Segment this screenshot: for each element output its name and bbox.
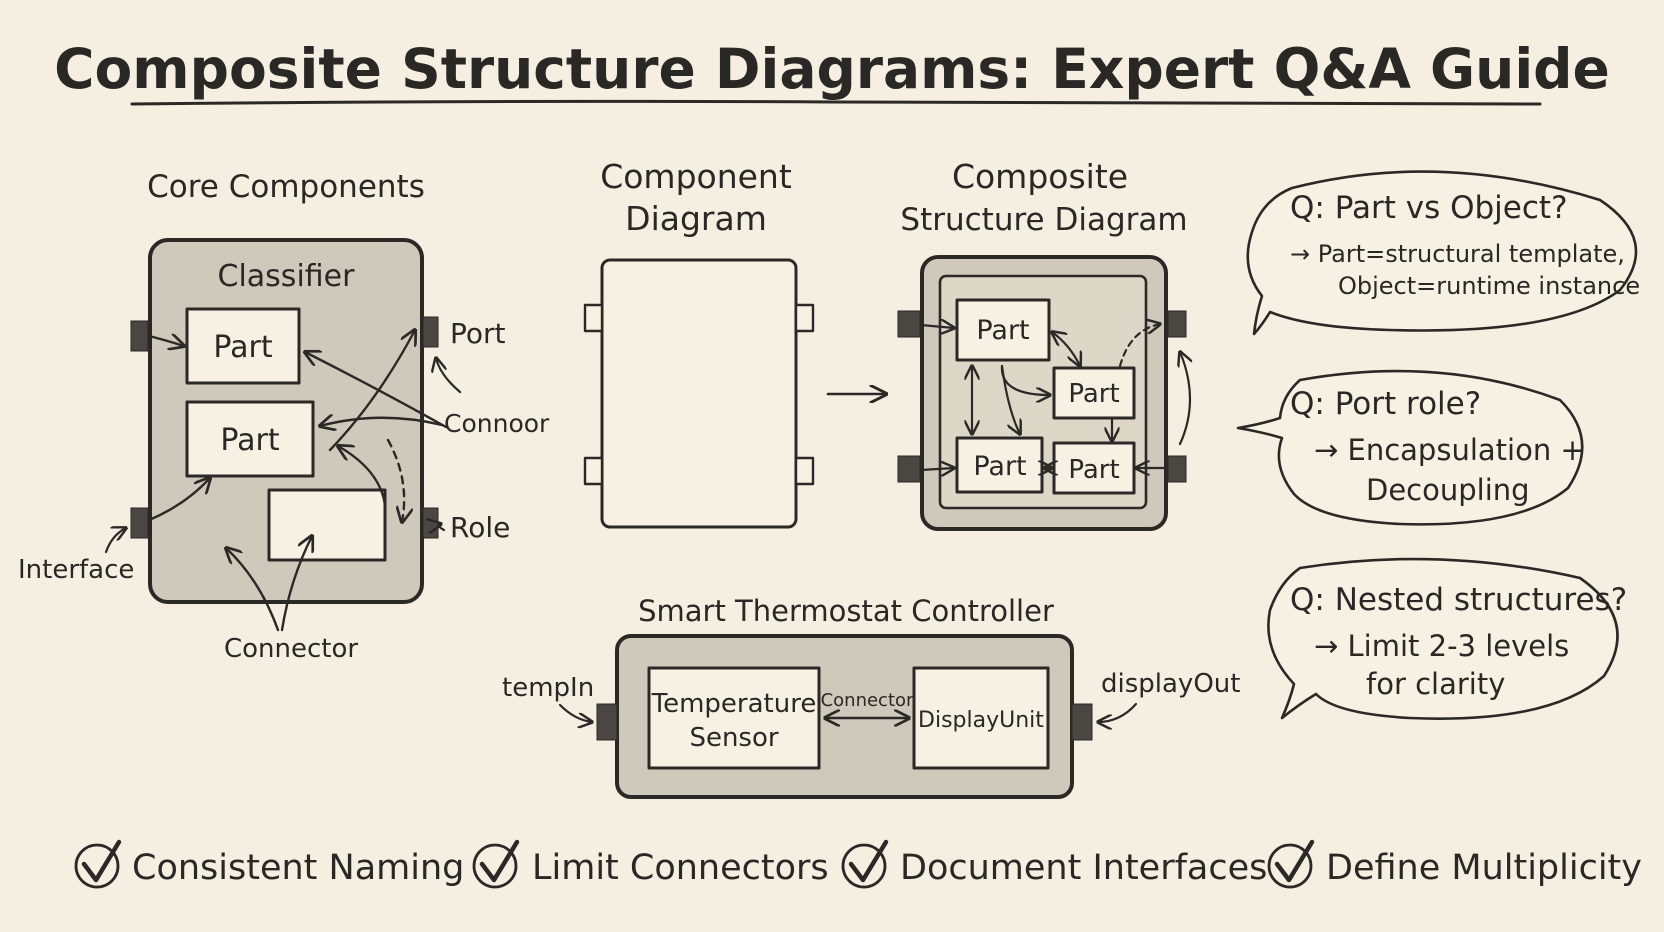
composite-part-3-label: Part (973, 451, 1026, 482)
core-part-2-label: Part (220, 423, 279, 458)
qa-1-question: Q: Part vs Object? (1290, 190, 1568, 226)
checklist-item-4: Define Multiplicity (1267, 839, 1642, 889)
checklist-item-1: Consistent Naming (74, 839, 464, 889)
component-diagram-heading-1: Component (600, 157, 792, 196)
check-circle-icon (841, 843, 887, 889)
temperature-sensor-label-2: Sensor (689, 723, 778, 753)
qa-3-question: Q: Nested structures? (1290, 582, 1627, 618)
composite-port-1 (897, 310, 921, 338)
interface-callout-arrow (104, 528, 126, 554)
checklist-item-3: Document Interfaces (841, 839, 1267, 889)
checklist-label-4: Define Multiplicity (1326, 848, 1642, 888)
temp-in-arrow (558, 703, 592, 722)
qa-bubble-1: Q: Part vs Object? → Part=structural tem… (1246, 170, 1640, 336)
checkmark-icon (1274, 839, 1315, 883)
component-diagram-heading-2: Diagram (625, 199, 767, 238)
composite-diagram-heading-1: Composite (952, 157, 1128, 196)
qa-1-answer-2: Object=runtime instance (1338, 272, 1640, 300)
temp-in-port (596, 703, 618, 741)
composite-diagram-heading-2: Structure Diagram (900, 202, 1187, 238)
checkmark-icon (81, 839, 122, 883)
display-unit-part (912, 666, 1050, 770)
component-diagram-box (583, 258, 815, 529)
core-port-left-top (130, 320, 149, 352)
core-connector-right-label: Connoor (444, 409, 550, 438)
qa-2-answer-2: Decoupling (1366, 473, 1530, 507)
check-circle-icon (472, 843, 518, 889)
composite-part-4-label: Part (1068, 455, 1119, 485)
composite-diagram-box: Part Part Part Part (897, 255, 1187, 531)
role-callout-arrow (439, 524, 446, 530)
display-out-arrow (1098, 702, 1138, 722)
core-empty-part (267, 488, 387, 562)
qa-3-answer-1: → Limit 2-3 levels (1314, 629, 1569, 663)
check-circle-icon (1267, 843, 1313, 889)
port-callout-arrow (436, 358, 462, 394)
checklist-label-1: Consistent Naming (132, 848, 464, 888)
qa-2-question: Q: Port role? (1290, 386, 1481, 422)
qa-bubble-3: Q: Nested structures? → Limit 2-3 levels… (1267, 557, 1627, 720)
thermostat-connector-label: Connector (821, 690, 914, 711)
qa-2-answer-1: → Encapsulation + (1314, 433, 1585, 467)
temperature-sensor-part (647, 666, 821, 770)
temp-in-label: tempIn (502, 673, 594, 703)
thermostat-title: Smart Thermostat Controller (638, 594, 1054, 628)
display-out-label: displayOut (1101, 669, 1240, 699)
core-connectors (147, 330, 448, 522)
core-port-right-bottom (422, 507, 439, 539)
checkmark-icon (479, 839, 520, 883)
composite-part-1-label: Part (976, 315, 1029, 346)
composite-port-2 (897, 455, 921, 483)
classifier-box: Classifier Part Part (130, 238, 439, 604)
title-underline (130, 99, 1542, 106)
qa-3-answer-2: for clarity (1366, 667, 1505, 701)
core-part-1 (185, 307, 301, 385)
checklist-item-2: Limit Connectors (472, 839, 829, 889)
thermostat-box: Temperature Sensor DisplayUnit Connector (596, 634, 1093, 799)
composite-connectors (919, 324, 1190, 470)
core-part-1-label: Part (213, 330, 272, 365)
checkmark-icon (848, 839, 889, 883)
display-unit-label: DisplayUnit (918, 708, 1044, 733)
core-components-heading: Core Components (147, 169, 425, 205)
temperature-sensor-label-1: Temperature (651, 689, 817, 719)
core-part-2 (185, 400, 315, 478)
classifier-label: Classifier (218, 259, 356, 294)
page-title: Composite Structure Diagrams: Expert Q&A… (54, 37, 1610, 101)
display-out-port (1071, 703, 1093, 741)
composite-part-3 (955, 436, 1044, 494)
core-port-right-top (422, 316, 439, 348)
check-circle-icon (74, 843, 120, 889)
core-interface-label: Interface (18, 555, 134, 585)
core-port-left-bottom (130, 507, 149, 539)
composite-part-2 (1052, 366, 1136, 420)
composite-port-4 (1167, 455, 1187, 483)
qa-1-answer-1: → Part=structural template, (1290, 240, 1625, 268)
core-connector-bottom-label: Connector (224, 634, 358, 664)
core-port-label: Port (450, 317, 506, 350)
core-role-label: Role (450, 511, 510, 544)
connector-callout-arrows (226, 536, 312, 632)
composite-part-2-label: Part (1068, 379, 1119, 409)
checklist-label-2: Limit Connectors (532, 848, 829, 888)
qa-bubble-2: Q: Port role? → Encapsulation + Decoupli… (1236, 369, 1585, 526)
composite-port-3 (1167, 310, 1187, 338)
checklist-label-3: Document Interfaces (900, 848, 1267, 888)
